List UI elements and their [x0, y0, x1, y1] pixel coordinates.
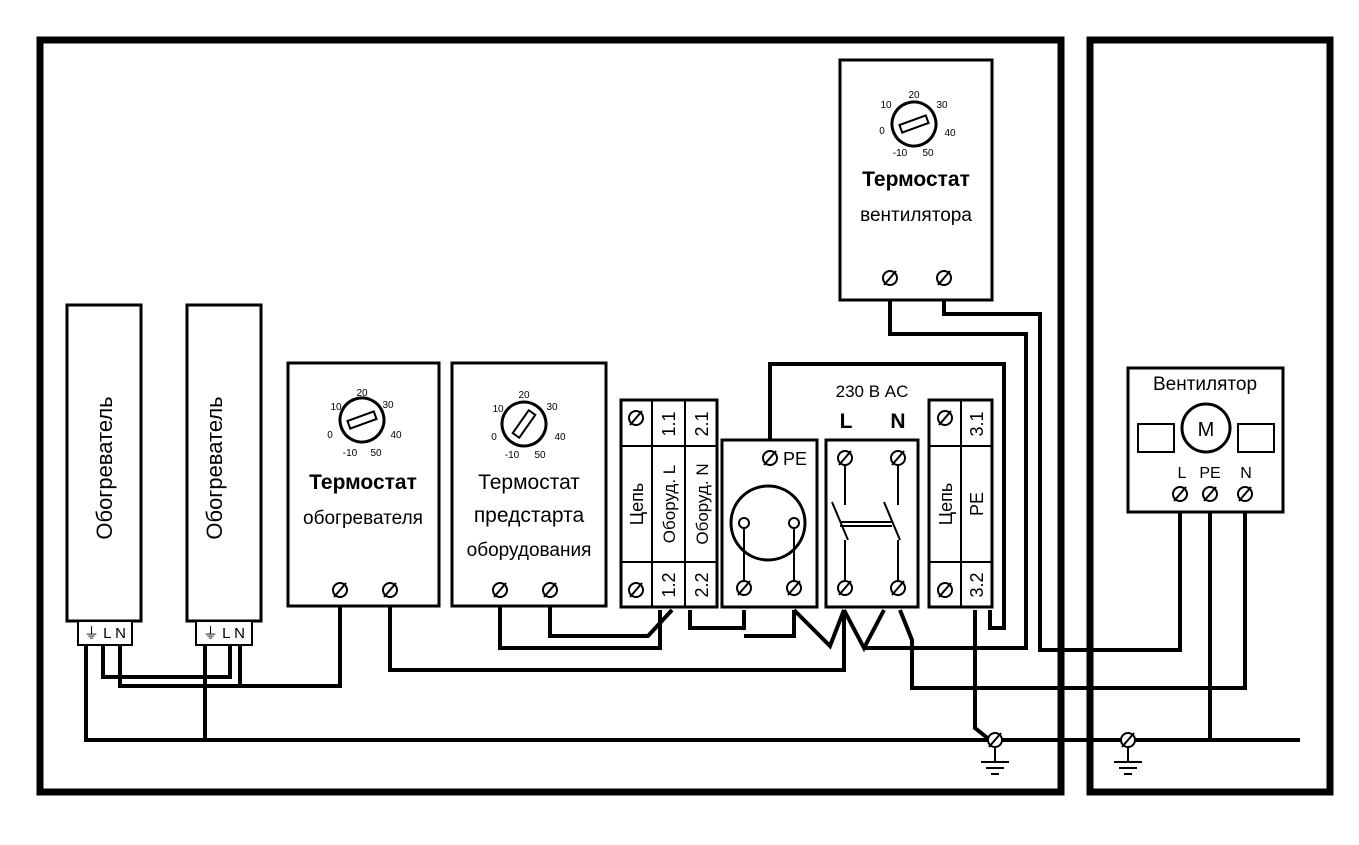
dial-label: 20 — [356, 388, 368, 399]
terminal-icon[interactable] — [736, 580, 752, 596]
dial-label: 20 — [518, 390, 530, 401]
terminal-icon[interactable] — [786, 580, 802, 596]
thermostat-heater-subtitle: обогревателя — [303, 508, 423, 529]
relay-terminal-block: 1.1 2.1 Цепь Оборуд. L Оборуд. N 1.2 2.2 — [619, 398, 719, 609]
terminal-icon[interactable] — [492, 582, 508, 598]
terminal-icon[interactable] — [1202, 486, 1218, 502]
fan-enclosure — [1086, 36, 1334, 796]
dial-label: 40 — [390, 430, 402, 441]
dial-label: -10 — [343, 448, 358, 459]
dial-label: 0 — [491, 432, 497, 443]
thermostat-prestart-subtitle-1: предстарта — [474, 504, 585, 527]
dial-label: 50 — [370, 448, 382, 459]
relay-bottom-left: 1.2 — [659, 572, 679, 597]
breaker-n-label: N — [890, 410, 905, 433]
terminal-icon[interactable] — [937, 410, 953, 426]
relay-top-left: 1.1 — [659, 411, 679, 436]
terminal-icon[interactable] — [837, 580, 853, 596]
relay-top-right: 2.1 — [692, 411, 712, 436]
fan-n-label: N — [1240, 465, 1252, 482]
dial-label: 30 — [382, 400, 394, 411]
dial-label: 50 — [534, 450, 546, 461]
terminal-icon[interactable] — [542, 582, 558, 598]
dial-label: 30 — [546, 402, 558, 413]
dial-label: 0 — [327, 430, 333, 441]
fan: Вентилятор M L PE N — [1126, 366, 1285, 514]
dial-label: 20 — [908, 90, 920, 101]
wires — [84, 285, 1300, 742]
thermostat-heater-title: Термостат — [309, 471, 417, 494]
dial-label: 10 — [880, 100, 892, 111]
terminal-icon[interactable] — [1237, 486, 1253, 502]
thermostat-prestart: 20 30 40 50 -10 0 10 Термостат предстарт… — [450, 361, 608, 608]
relay-mid-left: Цепь — [627, 483, 647, 525]
dial-label: 30 — [936, 100, 948, 111]
main-enclosure — [36, 36, 1065, 796]
breaker-voltage: 230 В AC — [836, 382, 909, 401]
terminal-icon[interactable] — [628, 582, 644, 598]
breaker-l-label: L — [840, 410, 853, 433]
socket-pe-label: PE — [783, 449, 807, 469]
heater-2-terminals: ⏚ L N — [203, 625, 245, 642]
terminal-icon[interactable] — [937, 582, 953, 598]
dial-label: 10 — [492, 404, 504, 415]
thermostat-heater: 20 30 40 50 -10 0 10 Термостат обогреват… — [286, 361, 441, 608]
terminal-icon[interactable] — [332, 582, 348, 598]
breaker: 230 В AC L N — [824, 382, 920, 609]
relay-bottom-right: 2.2 — [692, 572, 712, 597]
heater-1-label: Обогреватель — [92, 396, 117, 539]
terminal-icon[interactable] — [890, 580, 906, 596]
socket: PE — [720, 438, 819, 609]
heater-1-terminals: ⏚ L N — [84, 625, 126, 642]
pe-block-bottom: 3.2 — [967, 572, 987, 597]
relay-mid-right: Оборуд. N — [693, 463, 712, 544]
ground-symbol-right — [1114, 732, 1142, 775]
fan-pe-label: PE — [1199, 465, 1220, 482]
dial-label: 40 — [554, 432, 566, 443]
terminal-icon[interactable] — [1172, 486, 1188, 502]
thermostat-fan-title: Термостат — [862, 168, 970, 191]
fan-motor-label: M — [1198, 419, 1215, 441]
fan-motor-icon — [1180, 402, 1232, 454]
dial-label: 0 — [879, 126, 885, 137]
pe-block-mid-right: PE — [967, 492, 987, 516]
pe-block-top: 3.1 — [967, 411, 987, 436]
heater-1: Обогреватель ⏚ L N — [65, 303, 143, 646]
terminal-icon[interactable] — [882, 270, 898, 286]
terminal-icon[interactable] — [890, 450, 906, 466]
terminal-icon[interactable] — [837, 450, 853, 466]
socket-outlet-icon — [729, 484, 807, 562]
relay-mid-center: Оборуд. L — [660, 465, 679, 543]
dial-label: 40 — [944, 128, 956, 139]
heater-2: Обогреватель ⏚ L N — [185, 303, 263, 646]
thermostat-prestart-title: Термостат — [478, 471, 580, 494]
dial-label: -10 — [505, 450, 520, 461]
thermostat-fan-subtitle: вентилятора — [860, 205, 972, 226]
terminal-icon[interactable] — [762, 450, 778, 466]
terminal-icon[interactable] — [936, 270, 952, 286]
pe-block-mid-left: Цепь — [936, 483, 956, 525]
fan-l-label: L — [1178, 465, 1187, 482]
heater-2-label: Обогреватель — [202, 396, 227, 539]
terminal-icon[interactable] — [628, 410, 644, 426]
thermostat-fan: 20 30 40 50 -10 0 10 Термостат вентилято… — [838, 58, 994, 302]
fan-title: Вентилятор — [1153, 374, 1257, 395]
dial-label: 50 — [922, 148, 934, 159]
terminal-icon[interactable] — [382, 582, 398, 598]
ground-symbol-left — [981, 732, 1009, 775]
dial-label: 10 — [330, 402, 342, 413]
dial-label: -10 — [893, 148, 908, 159]
pe-terminal-block: 3.1 Цепь PE 3.2 — [927, 398, 994, 609]
thermostat-prestart-subtitle-2: оборудования — [467, 540, 592, 561]
